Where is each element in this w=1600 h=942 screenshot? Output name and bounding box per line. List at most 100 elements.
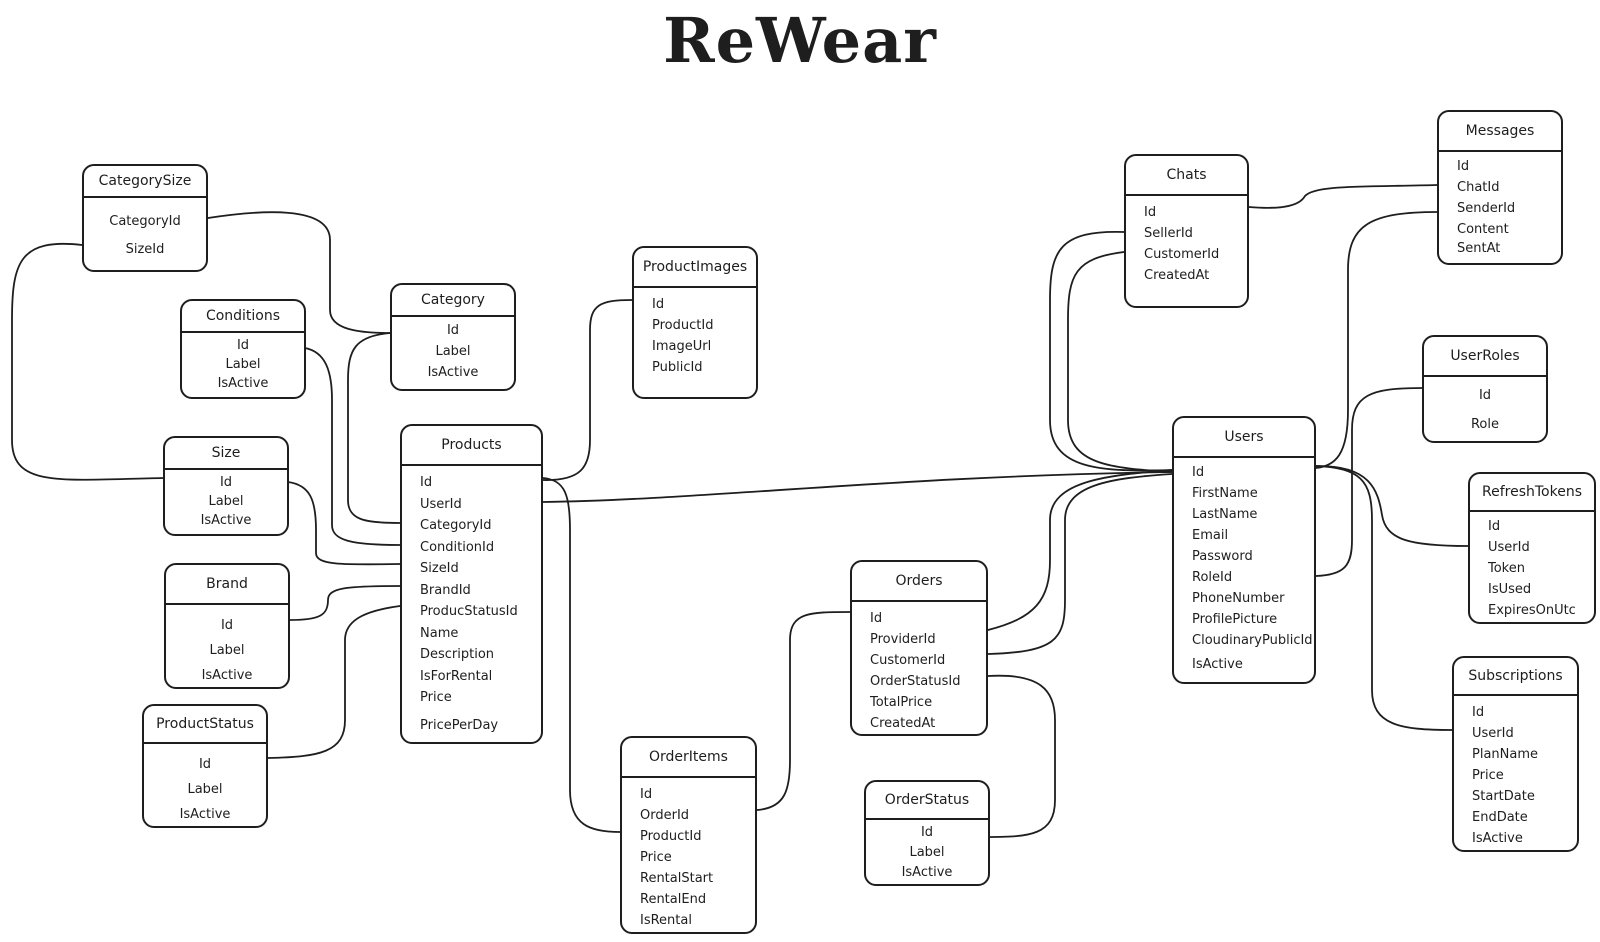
field: OrderStatusId <box>870 674 961 689</box>
field: RentalStart <box>640 871 714 886</box>
field: Price <box>640 850 672 865</box>
field: PhoneNumber <box>1192 591 1285 606</box>
table-orderstatus: OrderStatus Id Label IsActive <box>864 780 990 886</box>
field: TotalPrice <box>870 695 933 710</box>
field: RentalEnd <box>640 892 707 907</box>
table-productstatus: ProductStatus Id Label IsActive <box>142 704 268 828</box>
link-messages-users <box>1315 211 1438 469</box>
field: Label <box>209 643 245 658</box>
link-brand-products <box>289 585 401 621</box>
field: PricePerDay <box>420 717 499 733</box>
field: Id <box>652 297 665 312</box>
field: Id <box>1478 388 1492 403</box>
link-conditions-products <box>304 347 401 546</box>
field: Id <box>198 757 212 772</box>
field: BrandId <box>420 582 471 598</box>
link-size-products <box>287 481 401 566</box>
field: Content <box>1457 222 1509 237</box>
field: UserId <box>1488 540 1530 555</box>
table-subscriptions: Subscriptions Id UserId PlanName Price S… <box>1452 656 1579 852</box>
field: ProviderId <box>870 632 936 647</box>
field: SizeId <box>125 242 165 257</box>
field: CreatedAt <box>1144 268 1210 283</box>
table-header: Chats <box>1126 156 1247 196</box>
field: IsActive <box>1192 657 1243 672</box>
field: PlanName <box>1472 747 1539 762</box>
table-productimages: ProductImages Id ProductId ImageUrl Publ… <box>632 246 758 399</box>
field: SenderId <box>1457 201 1516 216</box>
field: ProductId <box>640 829 702 844</box>
table-header: CategorySize <box>84 166 206 198</box>
diagram-title: ReWear <box>663 4 937 77</box>
field: CustomerId <box>1144 247 1220 262</box>
table-categorysize: CategorySize CategoryId SizeId <box>82 164 208 272</box>
field: Role <box>1470 417 1499 432</box>
table-chats: Chats Id SellerId CustomerId CreatedAt <box>1124 154 1249 308</box>
link-users-refreshtokens <box>1315 465 1469 547</box>
field: Id <box>219 475 233 490</box>
table-header: Size <box>165 438 287 470</box>
table-header: Products <box>402 426 541 466</box>
field: CreatedAt <box>870 716 936 731</box>
field: EndDate <box>1472 810 1528 825</box>
link-chats-messages <box>1248 184 1438 209</box>
field: ProductId <box>652 318 714 333</box>
field: ProfilePicture <box>1192 612 1278 627</box>
field: IsActive <box>901 865 953 880</box>
field: FirstName <box>1192 486 1258 501</box>
field: ProducStatusId <box>420 604 518 619</box>
field: CloudinaryPublicId <box>1192 633 1313 648</box>
table-header: RefreshTokens <box>1470 474 1594 512</box>
link-products-orderitems <box>542 477 621 833</box>
field: Label <box>208 494 244 509</box>
table-header: Orders <box>852 562 986 602</box>
link-orders-users-provider <box>987 469 1173 631</box>
field: SizeId <box>420 561 459 576</box>
table-size: Size Id Label IsActive <box>163 436 289 536</box>
field: UserId <box>420 496 462 512</box>
field: StartDate <box>1472 789 1535 804</box>
field: IsActive <box>201 668 253 683</box>
table-userroles: UserRoles Id Role <box>1422 335 1548 443</box>
field: CategoryId <box>420 518 492 533</box>
field: IsActive <box>179 807 231 822</box>
field: ConditionId <box>420 539 495 555</box>
field: Id <box>446 323 460 338</box>
table-header: UserRoles <box>1424 337 1546 377</box>
table-messages: Messages Id ChatId SenderId Content Sent… <box>1437 110 1563 265</box>
field: Id <box>1488 519 1501 534</box>
table-header: Users <box>1174 418 1314 458</box>
link-products-productimages <box>542 299 633 481</box>
link-orders-users-customer <box>987 473 1173 655</box>
field: IsActive <box>200 513 252 528</box>
field: IsRental <box>640 913 692 928</box>
field: ExpiresOnUtc <box>1488 603 1576 618</box>
table-header: OrderStatus <box>866 782 988 820</box>
link-orderitems-orders <box>756 611 851 811</box>
table-products: Products Id UserId CategoryId ConditionI… <box>400 424 543 744</box>
field: Price <box>420 690 452 705</box>
field: ImageUrl <box>652 339 712 354</box>
field: Name <box>420 625 459 641</box>
table-header: Conditions <box>182 301 304 333</box>
field: IsActive <box>217 376 269 391</box>
field: CategoryId <box>109 214 181 229</box>
table-header: ProductImages <box>634 248 756 288</box>
table-brand: Brand Id Label IsActive <box>164 563 290 689</box>
field: Id <box>220 618 234 633</box>
link-orders-orderstatus <box>987 674 1056 838</box>
field: Label <box>435 344 471 359</box>
field: PublicId <box>652 360 703 375</box>
field: LastName <box>1192 507 1258 522</box>
field: Id <box>920 825 934 840</box>
link-users-subscriptions <box>1315 465 1453 731</box>
field: IsForRental <box>420 668 493 684</box>
table-header: Brand <box>166 565 288 605</box>
field: Label <box>225 357 261 372</box>
table-header: Messages <box>1439 112 1561 152</box>
field: SellerId <box>1144 226 1193 241</box>
field: Id <box>1144 205 1157 220</box>
link-users-userroles <box>1315 387 1423 577</box>
field: Id <box>1192 465 1205 480</box>
field: Id <box>1472 705 1485 720</box>
